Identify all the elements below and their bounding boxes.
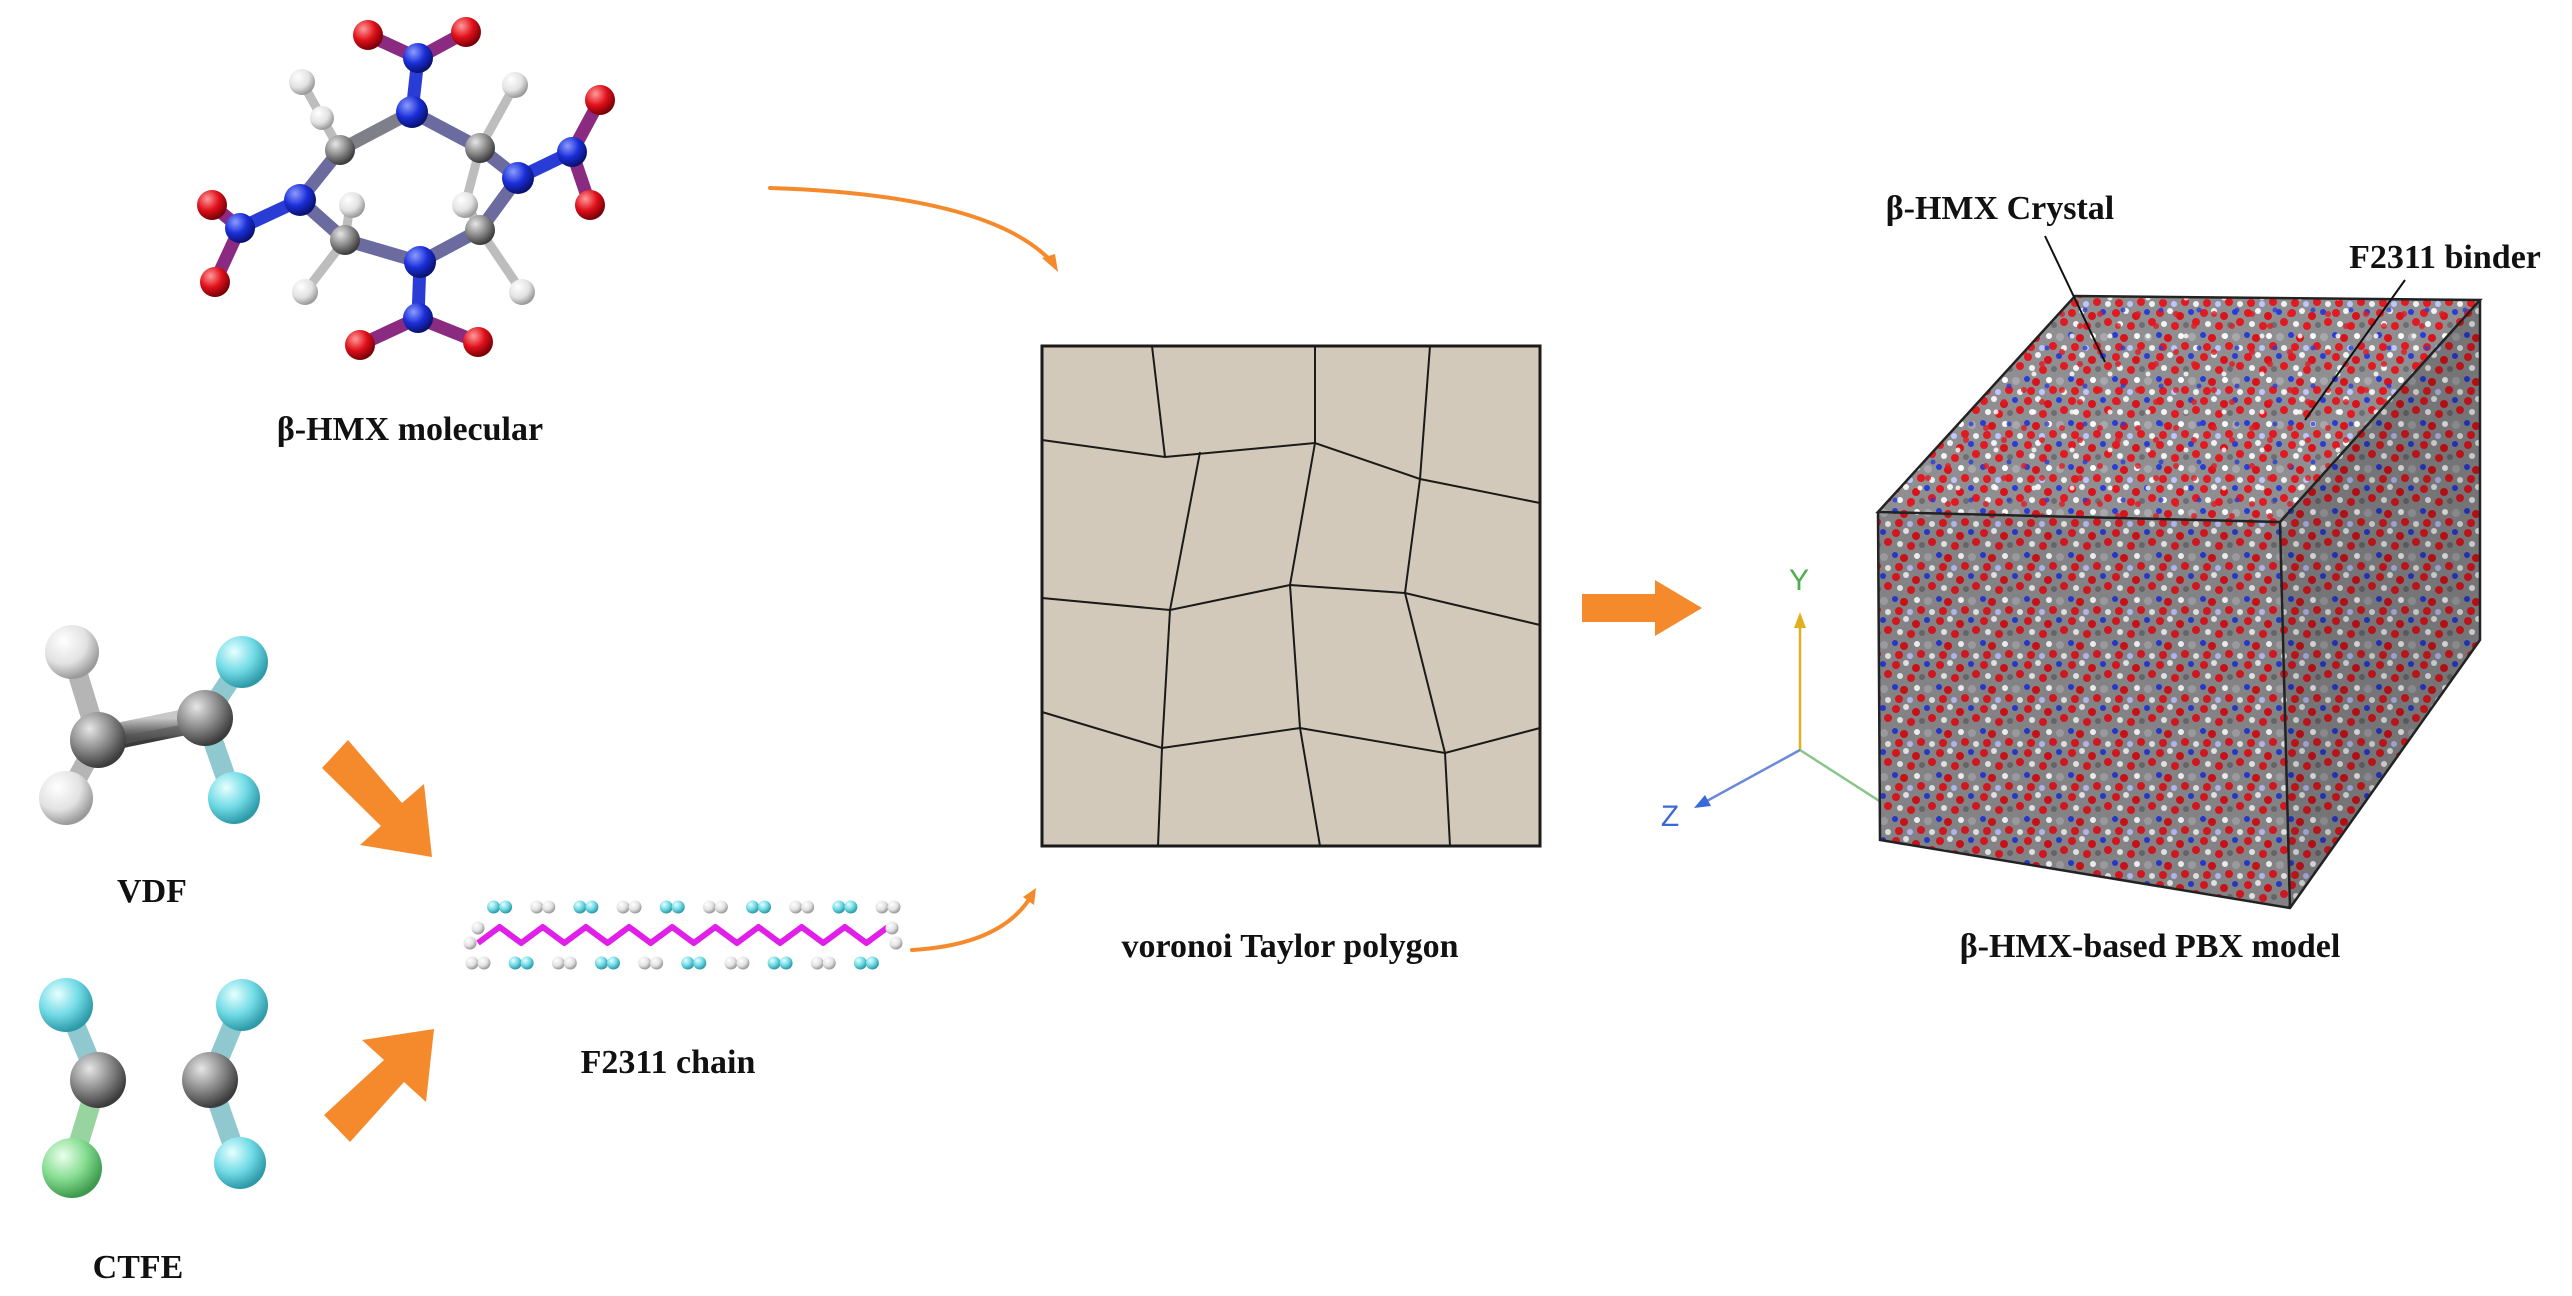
- chain-h-atom: [736, 956, 750, 970]
- chain-f-atom: [573, 900, 587, 914]
- chain-f-atom: [508, 956, 522, 970]
- chain-end-atom: [463, 936, 477, 950]
- chain-f-atom: [520, 956, 534, 970]
- cube-right-face: [2280, 300, 2480, 908]
- chain-h-atom: [477, 956, 491, 970]
- chain-h-atom: [638, 956, 652, 970]
- ctfe-f-atom: [39, 978, 93, 1032]
- chain-label: F2311 chain: [581, 1044, 756, 1081]
- arrow-chain-to-voronoi: [910, 896, 1032, 952]
- chain-h-atom: [714, 900, 728, 914]
- crystal-label: β-HMX Crystal: [1886, 190, 2114, 227]
- hmx-molecule: [197, 17, 615, 360]
- chain-h-atom: [563, 956, 577, 970]
- chain-f-atom: [779, 956, 793, 970]
- crystal-leader-line: [2044, 235, 2106, 363]
- pbx-model-label: β-HMX-based PBX model: [1960, 928, 2341, 965]
- thin-arrows: [768, 186, 1058, 952]
- binder-label: F2311 binder: [2349, 239, 2541, 276]
- vdf-c-atom: [70, 712, 126, 768]
- chain-h-atom: [822, 956, 836, 970]
- chain-h-atom: [724, 956, 738, 970]
- chain-f-atom: [585, 900, 599, 914]
- chain-end-atom: [471, 921, 485, 935]
- chain-f-atom: [746, 900, 760, 914]
- f2311-chain: [463, 900, 903, 970]
- binder-leader-line: [2304, 279, 2406, 421]
- vdf-f-atom: [208, 772, 260, 824]
- axis-z-label: Z: [1661, 800, 1679, 833]
- chain-h-atom: [650, 956, 664, 970]
- chain-h-atom: [887, 900, 901, 914]
- hmx-molecule-label: β-HMX molecular: [277, 411, 543, 448]
- chain-h-atom: [530, 900, 544, 914]
- vdf-label: VDF: [117, 873, 187, 910]
- chain-f-atom: [693, 956, 707, 970]
- chain-end-atom: [889, 936, 903, 950]
- ctfe-cl-atom: [42, 1138, 102, 1198]
- chain-h-atom: [551, 956, 565, 970]
- ctfe-c-atom: [182, 1052, 238, 1108]
- chain-h-atom: [465, 956, 479, 970]
- chain-f-atom: [832, 900, 846, 914]
- ctfe-f-atom: [216, 979, 268, 1031]
- ctfe-monomer: [39, 978, 268, 1198]
- ctfe-c-atom: [70, 1052, 126, 1108]
- chain-f-atom: [681, 956, 695, 970]
- chain-end-atom: [885, 921, 899, 935]
- pbx-model-cube: [1875, 235, 2483, 910]
- chain-h-atom: [628, 900, 642, 914]
- chain-f-atom: [767, 956, 781, 970]
- ctfe-label: CTFE: [93, 1249, 184, 1286]
- chain-h-atom: [542, 900, 556, 914]
- vdf-c-atom: [177, 690, 233, 746]
- chain-h-atom: [616, 900, 630, 914]
- chain-f-atom: [499, 900, 513, 914]
- vdf-h-atom: [39, 771, 93, 825]
- voronoi-label: voronoi Taylor polygon: [1122, 928, 1459, 965]
- vdf-f-atom: [216, 636, 268, 688]
- chain-f-atom: [594, 956, 608, 970]
- axis-y-label: Y: [1789, 564, 1809, 597]
- arrow-ctfe-to-chain: [324, 1029, 434, 1142]
- chain-f-atom: [844, 900, 858, 914]
- ctfe-f-atom: [214, 1137, 266, 1189]
- voronoi-taylor-polygon: [1040, 344, 1542, 848]
- chain-f-atom: [671, 900, 685, 914]
- chain-f-atom: [606, 956, 620, 970]
- chain-backbone: [476, 924, 890, 946]
- monomer-to-chain-arrows: [322, 740, 434, 1142]
- chain-h-atom: [702, 900, 716, 914]
- arrow-vdf-to-chain: [322, 740, 432, 857]
- chain-h-atom: [810, 956, 824, 970]
- chain-f-atom: [487, 900, 501, 914]
- chain-f-atom: [659, 900, 673, 914]
- chain-f-atom: [853, 956, 867, 970]
- chain-f-atom: [865, 956, 879, 970]
- vdf-h-atom: [45, 625, 99, 679]
- cube-front-face: [1878, 512, 2290, 908]
- chain-h-atom: [801, 900, 815, 914]
- vdf-monomer: [39, 625, 268, 825]
- chain-f-atom: [758, 900, 772, 914]
- chain-h-atom: [789, 900, 803, 914]
- arrow-voronoi-to-model: [1582, 580, 1702, 636]
- arrow-molecule-to-voronoi: [768, 186, 1054, 264]
- chain-h-atom: [875, 900, 889, 914]
